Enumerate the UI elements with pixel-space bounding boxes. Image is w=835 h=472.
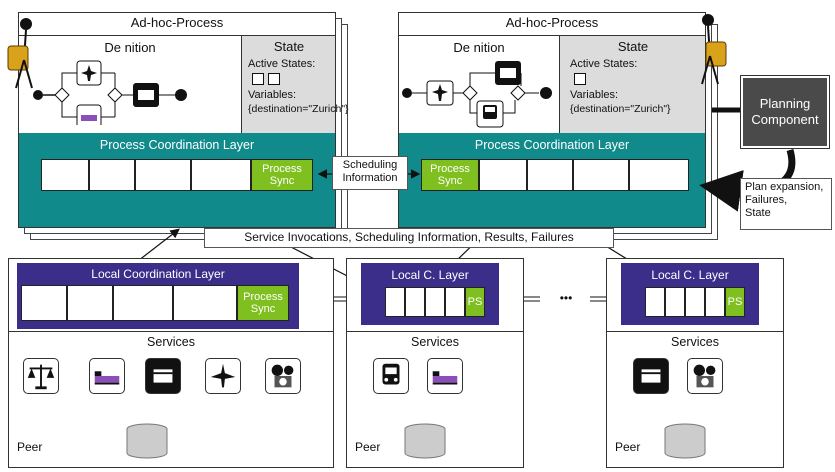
- process-title: Ad-hoc-Process: [505, 15, 599, 30]
- plane-icon: [574, 73, 586, 85]
- process-board-cell: Process Board: [41, 159, 89, 191]
- service-rep-cell: Service Rep.: [21, 285, 67, 321]
- workflow-definition: [402, 61, 552, 128]
- process-sync-cell: Process Sync: [421, 159, 479, 191]
- database-icon: [126, 423, 168, 459]
- bed-icon: [268, 73, 280, 85]
- peer-label: Peer: [355, 440, 381, 454]
- traveler-figure-icon: [701, 14, 727, 85]
- local-coordination-layer: Local Coordination Layer Service Rep. Us…: [17, 263, 299, 329]
- plan-line-1: Plan expansion,: [745, 181, 824, 193]
- coordination-title: Process Coordination Layer: [99, 138, 255, 152]
- state-title: State: [273, 39, 305, 54]
- more-peers-ellipsis: •••: [559, 291, 573, 305]
- database-icon: [664, 423, 706, 459]
- bed-icon: [427, 358, 463, 394]
- physical-location-cell: Physical Location: [173, 285, 237, 321]
- airplane-icon: [205, 358, 241, 394]
- planning-line-2: Component: [751, 112, 819, 127]
- film-camera-icon: [687, 358, 723, 394]
- credit-card-icon: [633, 358, 669, 394]
- adhoc-process-right: Ad-hoc-Process De nition State Active St…: [398, 12, 706, 228]
- local-coordination-title: Local C. Layer: [391, 268, 469, 282]
- scales-icon: [23, 358, 59, 394]
- planning-line-1: Planning: [759, 96, 811, 111]
- sr-cell: SR: [385, 287, 405, 317]
- variables-value: {destination="Zurich"}: [248, 103, 349, 115]
- process-coordination-layer: Process Coordination Layer Process Sync …: [399, 133, 705, 227]
- plan-line-2: Failures,: [745, 194, 788, 206]
- activity-board-cell: Activity Board: [527, 159, 573, 191]
- state-panel: State Active States: Variables: {destina…: [559, 36, 705, 133]
- services-panel: Services: [347, 331, 523, 407]
- services-title: Services: [671, 335, 719, 349]
- ur-cell: UR: [405, 287, 425, 317]
- ps-cell: PS: [465, 287, 485, 317]
- local-coordination-title: Local C. Layer: [651, 268, 729, 282]
- scheduling-line-1: Scheduling: [342, 159, 398, 171]
- services-panel: Services: [9, 331, 333, 407]
- service-invocations-label: Service Invocations, Scheduling Informat…: [204, 228, 614, 248]
- database-icon: [404, 423, 446, 459]
- scheduling-line-2: Information: [342, 172, 398, 184]
- active-states-label: Active States:: [570, 58, 638, 70]
- network-rep-cell: Network Rep.: [113, 285, 173, 321]
- nr-cell: NR: [685, 287, 705, 317]
- active-states-label: Active States:: [248, 58, 316, 70]
- workflow-definition: [33, 60, 187, 125]
- ur-cell: UR: [665, 287, 685, 317]
- process-sync-cell: Process Sync: [237, 285, 289, 321]
- state-panel: State Active States: Variables: {destina…: [241, 36, 349, 133]
- plan-line-3: State: [745, 207, 771, 219]
- logical-location-cell: Logical Location: [191, 159, 251, 191]
- peer-label: Peer: [615, 440, 641, 454]
- process-title: Ad-hoc-Process: [130, 15, 224, 30]
- variables-label: Variables:: [248, 89, 297, 101]
- film-camera-icon: [265, 358, 301, 394]
- adhoc-process-left: Ad-hoc-Process De nition State Active St…: [18, 12, 349, 228]
- peer-middle: Local C. Layer SR UR NR PL PS Services P…: [346, 258, 524, 468]
- process-sync-cell: Process Sync: [251, 159, 313, 191]
- peer-right: Local C. Layer SR UR NR PL PS Services P…: [606, 258, 784, 468]
- local-coordination-layer: Local C. Layer SR UR NR PL PS: [361, 263, 499, 325]
- activity-board-cell: Activity Board: [89, 159, 135, 191]
- definition-title: De nition: [104, 40, 156, 55]
- variables-value: {destination="Zurich"}: [570, 103, 671, 115]
- services-panel: Services: [607, 331, 783, 407]
- definition-title: De nition: [453, 40, 505, 55]
- process-board-cell: Process Board: [479, 159, 527, 191]
- traveler-figure-icon: [7, 18, 33, 89]
- services-title: Services: [147, 335, 195, 349]
- services-title: Services: [411, 335, 459, 349]
- planning-component: Planning Component: [740, 75, 830, 149]
- bed-icon: [89, 358, 125, 394]
- process-coordination-layer: Process Coordination Layer Process Board…: [19, 133, 335, 227]
- variables-label: Variables:: [570, 89, 619, 101]
- peer-left: Local Coordination Layer Service Rep. Us…: [8, 258, 334, 468]
- service-querying-cell: Service Querying: [573, 159, 629, 191]
- peer-label: Peer: [17, 440, 43, 454]
- train-icon: [373, 358, 409, 394]
- service-querying-cell: Service Querying: [135, 159, 191, 191]
- credit-card-icon: [145, 358, 181, 394]
- local-coordination-layer: Local C. Layer SR UR NR PL PS: [621, 263, 759, 325]
- logical-location-cell: Logical Location: [629, 159, 689, 191]
- plan-expansion-label: Plan expansion, Failures, State: [740, 178, 832, 230]
- coordination-title: Process Coordination Layer: [474, 138, 630, 152]
- pl-cell: PL: [705, 287, 725, 317]
- ps-cell: PS: [725, 287, 745, 317]
- state-title: State: [617, 39, 649, 54]
- user-rep-cell: User Rep.: [67, 285, 113, 321]
- plane-icon: [252, 73, 264, 85]
- local-coordination-title: Local Coordination Layer: [91, 267, 225, 281]
- scheduling-information-label: Scheduling Information: [332, 156, 408, 190]
- nr-cell: NR: [425, 287, 445, 317]
- sr-cell: SR: [645, 287, 665, 317]
- pl-cell: PL: [445, 287, 465, 317]
